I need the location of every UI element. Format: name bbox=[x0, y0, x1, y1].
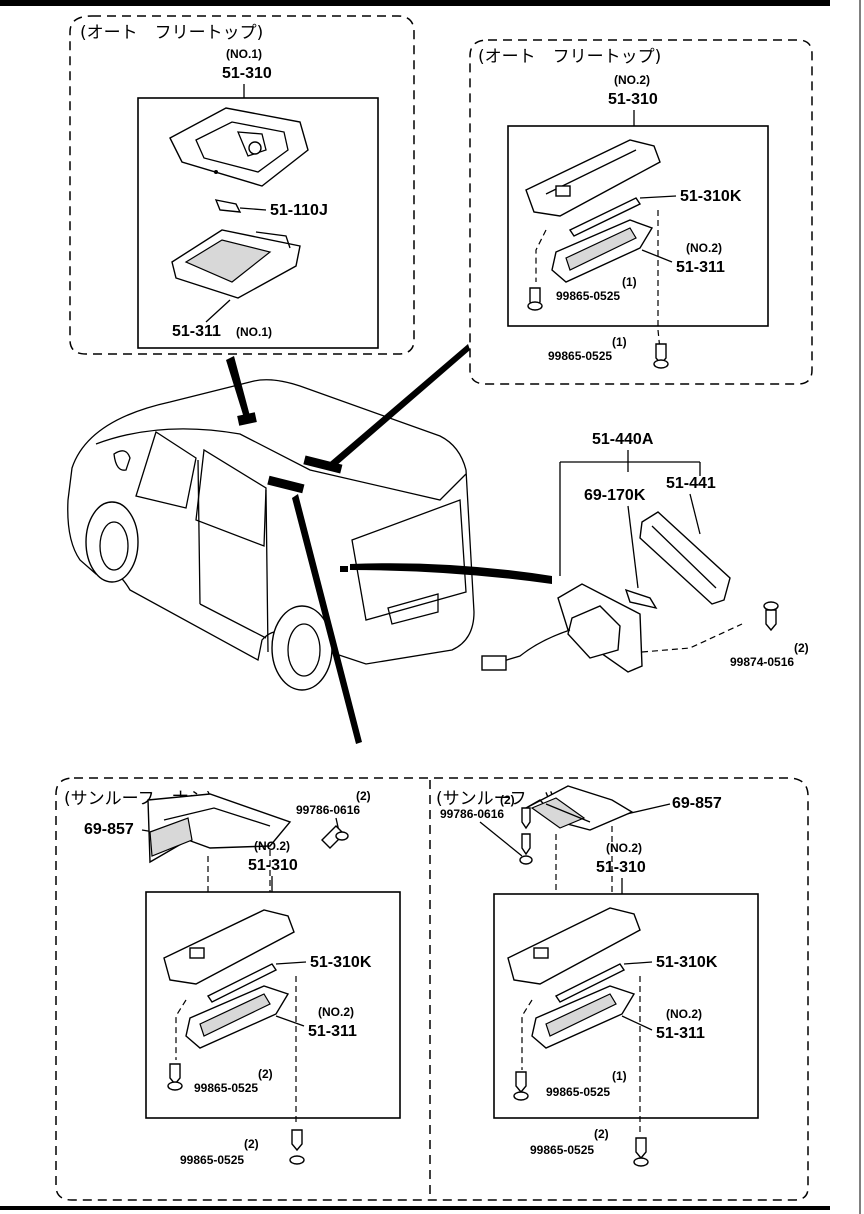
map-lamp-housing-illustration bbox=[525, 139, 661, 217]
lamp-no-label: (NO.2) bbox=[254, 839, 290, 853]
rear-lamp-lens-illustration bbox=[639, 511, 731, 605]
rear-lamp-housing-illustration bbox=[481, 583, 643, 673]
bulb-part-number: 51-310K bbox=[310, 954, 372, 971]
screw-outer-part-number: 99865-0525 bbox=[548, 349, 612, 363]
lens-part-number: 51-311 bbox=[308, 1023, 357, 1040]
section-rear-lamp: 51-440A 69-170K 51-441 (2) 99874-0516 bbox=[481, 431, 809, 673]
screw-icon bbox=[289, 1129, 305, 1165]
screw-inner-part-number: 99865-0525 bbox=[556, 289, 620, 303]
detail-box bbox=[137, 97, 379, 349]
callout-wedges bbox=[226, 344, 552, 744]
rear-lamp-bulb-illustration bbox=[624, 588, 658, 610]
lens-no-label: (NO.2) bbox=[318, 1005, 354, 1019]
screw-inner-part-number: 99865-0525 bbox=[194, 1081, 258, 1095]
screw-icon bbox=[653, 343, 669, 369]
bulb-part-number: 69-170K bbox=[584, 487, 646, 504]
bolt-part-number: 99786-0616 bbox=[296, 803, 360, 817]
lamp-part-number: 51-310 bbox=[596, 859, 646, 876]
bulb-illustration bbox=[214, 199, 267, 213]
screw-icon bbox=[513, 1071, 529, 1101]
bottom-border bbox=[0, 1206, 830, 1210]
lamp-part-number: 51-310 bbox=[248, 857, 298, 874]
bracket-part-number: 69-857 bbox=[84, 821, 134, 838]
section-heading: (オート フリートップ) bbox=[478, 47, 661, 67]
screw-outer-part-number: 99865-0525 bbox=[530, 1143, 594, 1157]
lens-part-number: 51-441 bbox=[666, 475, 716, 492]
bulb-illustration bbox=[554, 963, 626, 1003]
dome-lamp-housing-illustration bbox=[169, 107, 309, 187]
map-lamp-housing-illustration bbox=[507, 907, 641, 985]
screw-outer-part-number: 99865-0525 bbox=[180, 1153, 244, 1167]
map-lamp-housing-illustration bbox=[163, 909, 295, 985]
screw-icon bbox=[633, 1137, 649, 1167]
vehicle-illustration bbox=[67, 379, 475, 691]
screw-outer-qty: (2) bbox=[244, 1137, 259, 1151]
bulb-illustration bbox=[206, 963, 278, 1003]
bulb-part-number: 51-310K bbox=[656, 954, 718, 971]
lens-illustration bbox=[185, 985, 290, 1049]
bolt-qty: (2) bbox=[500, 793, 515, 807]
detail-box bbox=[507, 125, 769, 327]
section-heading: (オート フリートップ) bbox=[80, 23, 263, 43]
screw-icon bbox=[527, 287, 543, 311]
lens-no-label: (NO.2) bbox=[686, 241, 722, 255]
bolt-qty: (2) bbox=[356, 789, 371, 803]
section-sunroof-none: (サンルーフ ナシ) 69-857 (2) 99786-0616 (NO.2) … bbox=[64, 789, 401, 1167]
bulb-illustration bbox=[568, 197, 642, 237]
lamp-no-label: (NO.2) bbox=[606, 841, 642, 855]
screw-outer-qty: (2) bbox=[594, 1127, 609, 1141]
screw-inner-qty: (1) bbox=[612, 1069, 627, 1083]
section-auto-free-top-no2: (オート フリートップ) (NO.2) 51-310 51-310K (NO.2… bbox=[469, 39, 813, 385]
lamp-no-label: (NO.2) bbox=[614, 73, 650, 87]
assy-part-number: 51-440A bbox=[592, 431, 654, 448]
screw-part-number: 99874-0516 bbox=[730, 655, 794, 669]
lamp-part-number: 51-310 bbox=[222, 65, 272, 82]
section-auto-free-top-no1: (オート フリートップ) (NO.1) 51-310 51-110J 51-31… bbox=[69, 15, 415, 355]
detail-box bbox=[493, 893, 759, 1119]
bolt-icon bbox=[519, 807, 533, 865]
bolt-part-number: 99786-0616 bbox=[440, 807, 504, 821]
bracket-illustration bbox=[525, 785, 634, 831]
screw-outer-qty: (1) bbox=[612, 335, 627, 349]
bracket-part-number: 69-857 bbox=[672, 795, 722, 812]
lens-no-label: (NO.1) bbox=[236, 325, 272, 339]
lens-part-number: 51-311 bbox=[172, 323, 221, 340]
lens-illustration bbox=[171, 229, 301, 299]
lens-part-number: 51-311 bbox=[676, 259, 725, 276]
detail-box bbox=[145, 891, 401, 1119]
lamp-no-label: (NO.1) bbox=[226, 47, 262, 61]
screw-qty: (2) bbox=[794, 641, 809, 655]
screw-inner-qty: (1) bbox=[622, 275, 637, 289]
section-sunroof-with: (サンルーフ ツキ) 69-857 (2) 99786-0616 (NO.2) … bbox=[436, 785, 759, 1167]
top-border bbox=[0, 0, 830, 6]
lamp-part-number: 51-310 bbox=[608, 91, 658, 108]
screw-inner-qty: (2) bbox=[258, 1067, 273, 1081]
bulb-part-number: 51-310K bbox=[680, 188, 742, 205]
lens-illustration bbox=[551, 219, 654, 283]
sunroof-sections-frame bbox=[55, 777, 809, 1201]
screw-inner-part-number: 99865-0525 bbox=[546, 1085, 610, 1099]
screw-icon bbox=[167, 1063, 183, 1091]
screw-icon bbox=[763, 601, 779, 632]
bulb-part-number: 51-110J bbox=[270, 202, 328, 219]
lens-illustration bbox=[531, 985, 636, 1049]
lens-part-number: 51-311 bbox=[656, 1025, 705, 1042]
bolt-icon bbox=[321, 825, 349, 849]
bracket-illustration bbox=[147, 793, 292, 864]
lens-no-label: (NO.2) bbox=[666, 1007, 702, 1021]
